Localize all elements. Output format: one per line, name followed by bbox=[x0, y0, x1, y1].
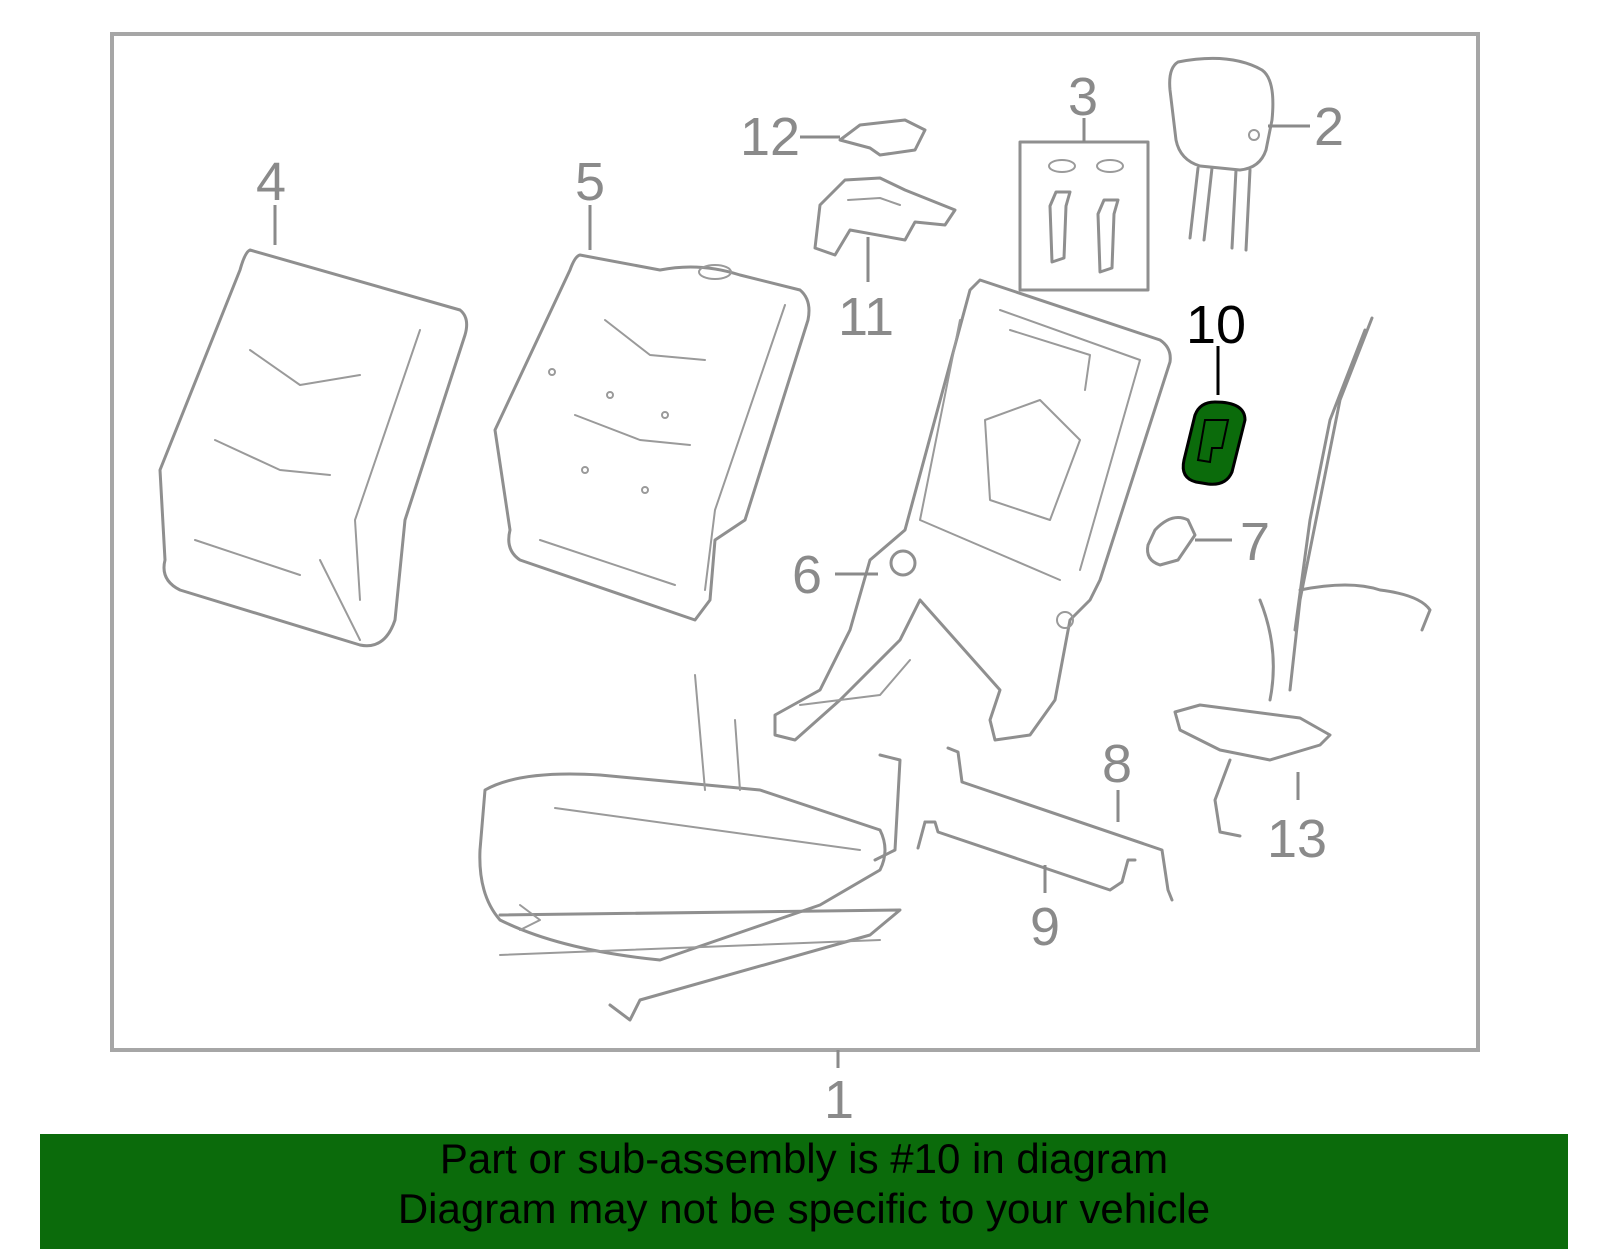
callout-9: 9 bbox=[1030, 897, 1060, 957]
callout-12: 12 bbox=[740, 107, 800, 167]
info-banner: Part or sub-assembly is #10 in diagram D… bbox=[40, 1134, 1568, 1249]
callout-8: 8 bbox=[1102, 734, 1132, 794]
callout-13: 13 bbox=[1267, 809, 1327, 869]
seat-cushion-drawing bbox=[478, 674, 902, 1022]
assembly-frame bbox=[110, 32, 1480, 1052]
headrest-drawing bbox=[1168, 56, 1275, 252]
trim-cover-drawing bbox=[1146, 516, 1197, 567]
bracket-drawing bbox=[813, 176, 957, 257]
guide-kit-drawing bbox=[1018, 140, 1150, 292]
callout-10: 10 bbox=[1186, 295, 1246, 355]
callout-1: 1 bbox=[824, 1070, 854, 1130]
callout-3: 3 bbox=[1068, 67, 1098, 127]
callout-4: 4 bbox=[256, 152, 286, 212]
rods-drawing bbox=[916, 746, 1174, 902]
callout-11: 11 bbox=[838, 287, 894, 347]
callout-6: 6 bbox=[792, 545, 822, 605]
callout-2: 2 bbox=[1314, 97, 1344, 157]
release-handle-drawing bbox=[1181, 400, 1247, 486]
cable-harness-drawing bbox=[1173, 316, 1432, 838]
banner-line-1: Part or sub-assembly is #10 in diagram bbox=[439, 1135, 1169, 1182]
banner-line-2: Diagram may not be specific to your vehi… bbox=[397, 1185, 1211, 1232]
seat-back-pad-drawing bbox=[493, 253, 811, 622]
callout-7: 7 bbox=[1240, 512, 1270, 572]
seat-back-cover-drawing bbox=[158, 248, 469, 648]
seat-back-frame-drawing bbox=[773, 278, 1172, 742]
clip-drawing bbox=[838, 118, 927, 157]
callout-5: 5 bbox=[575, 152, 605, 212]
